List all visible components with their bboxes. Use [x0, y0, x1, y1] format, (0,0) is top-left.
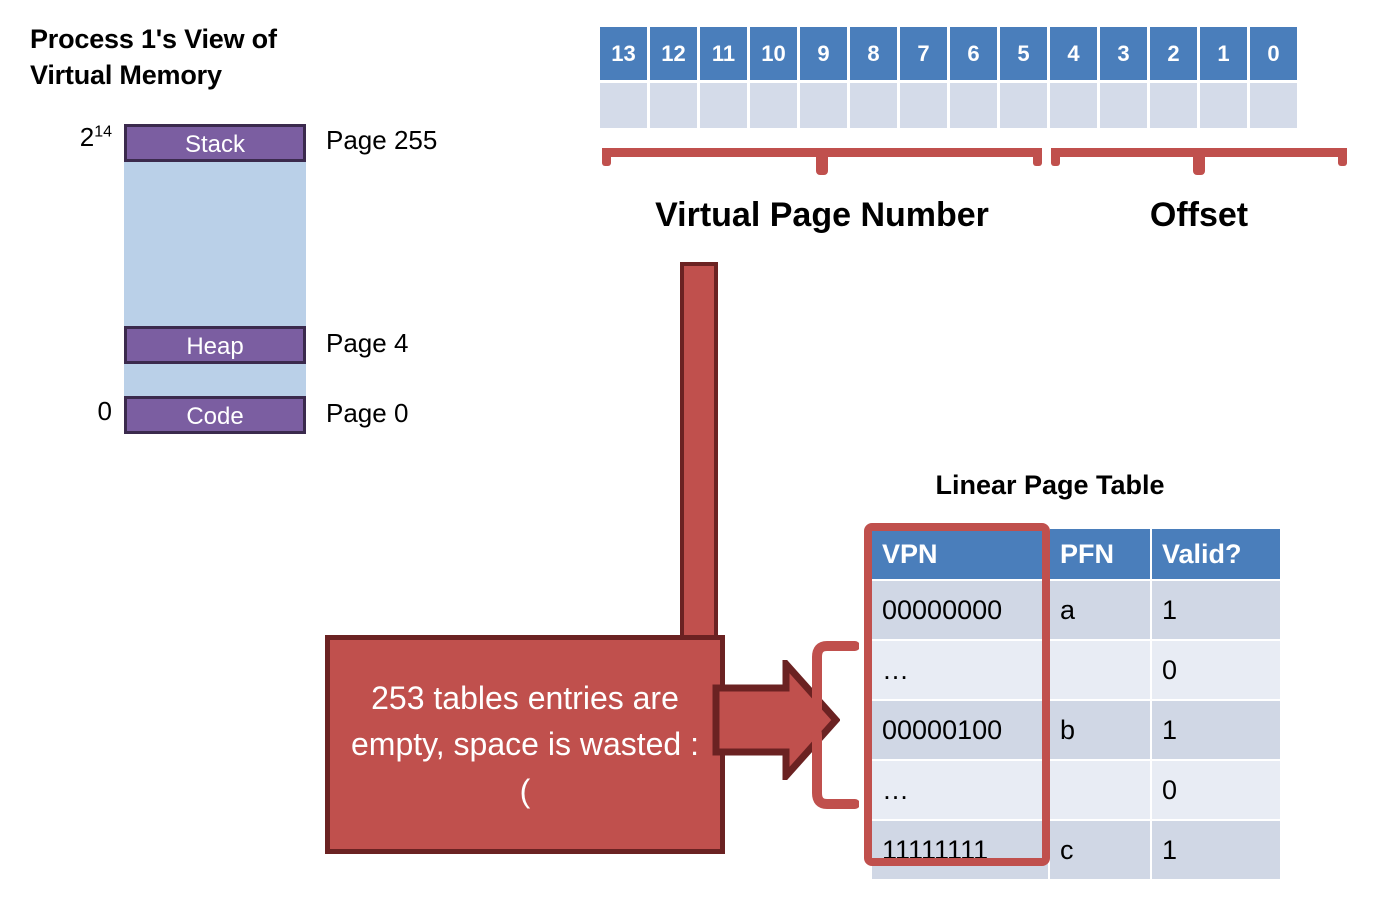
bit-value-cell — [950, 83, 997, 128]
bit-value-cell — [1000, 83, 1047, 128]
page-label-heap: Page 4 — [326, 328, 409, 358]
brace-nub — [816, 157, 828, 175]
cell-pfn: c — [1050, 821, 1150, 879]
vm-title-line-2: Virtual Memory — [30, 59, 222, 90]
bit-number-cell: 0 — [1250, 27, 1297, 80]
offset-label: Offset — [1149, 196, 1249, 234]
bit-value-cell — [850, 83, 897, 128]
address-top-exponent: 14 — [94, 123, 112, 141]
cell-valid: 1 — [1152, 701, 1280, 759]
bit-value-cell — [800, 83, 847, 128]
segment-code: Code — [124, 396, 306, 434]
offset-brace — [1051, 148, 1347, 175]
bit-number-cell: 9 — [800, 27, 847, 80]
callout-text: 253 tables entries are empty, space is w… — [351, 679, 699, 809]
bit-number-cell: 12 — [650, 27, 697, 80]
bit-number-cell: 5 — [1000, 27, 1047, 80]
bit-value-cell — [1100, 83, 1147, 128]
cell-vpn: 00000000 — [872, 581, 1048, 639]
callout-arrow-icon — [712, 660, 840, 780]
virtual-address-space-block: Stack Heap Code — [124, 124, 306, 434]
cell-vpn: 11111111 — [872, 821, 1048, 879]
virtual-memory-title: Process 1's View of Virtual Memory — [30, 22, 430, 93]
virtual-address-bitfield: 13 12 11 10 9 8 7 6 5 4 3 2 1 0 — [600, 27, 1300, 128]
column-header-valid: Valid? — [1152, 529, 1280, 579]
bit-value-cell — [600, 83, 647, 128]
cell-valid: 0 — [1152, 761, 1280, 819]
cell-vpn: … — [872, 641, 1048, 699]
address-label-bottom: 0 — [97, 396, 112, 426]
bit-value-cell — [1050, 83, 1097, 128]
bit-value-cell — [700, 83, 747, 128]
bit-value-cell — [1150, 83, 1197, 128]
column-header-vpn: VPN — [872, 529, 1048, 579]
cell-vpn: … — [872, 761, 1048, 819]
bit-value-cell — [1250, 83, 1297, 128]
wasted-space-callout: 253 tables entries are empty, space is w… — [325, 635, 725, 854]
bit-value-cell — [650, 83, 697, 128]
page-label-code: Page 0 — [326, 398, 409, 428]
page-table-brace-icon — [805, 641, 859, 809]
bit-number-cell: 6 — [950, 27, 997, 80]
brace-nub — [1193, 157, 1205, 175]
table-row: 11111111 c 1 — [872, 821, 1280, 879]
cell-pfn: a — [1050, 581, 1150, 639]
bit-value-row — [600, 83, 1300, 128]
bit-number-cell: 8 — [850, 27, 897, 80]
bit-number-cell: 3 — [1100, 27, 1147, 80]
cell-vpn: 00000100 — [872, 701, 1048, 759]
linear-page-table: VPN PFN Valid? 00000000 a 1 … 0 00000100… — [870, 527, 1282, 881]
page-table-title: Linear Page Table — [935, 470, 1165, 500]
bit-value-cell — [1200, 83, 1247, 128]
vm-title-line-1: Process 1's View of — [30, 24, 277, 54]
bit-number-cell: 7 — [900, 27, 947, 80]
cell-valid: 1 — [1152, 821, 1280, 879]
bit-value-cell — [750, 83, 797, 128]
segment-stack: Stack — [124, 124, 306, 162]
cell-pfn: b — [1050, 701, 1150, 759]
table-row: 00000000 a 1 — [872, 581, 1280, 639]
table-header-row: VPN PFN Valid? — [872, 529, 1280, 579]
bit-number-cell: 10 — [750, 27, 797, 80]
cell-valid: 1 — [1152, 581, 1280, 639]
vpn-to-callout-connector — [680, 262, 718, 642]
table-row: … 0 — [872, 761, 1280, 819]
segment-heap: Heap — [124, 326, 306, 364]
cell-valid: 0 — [1152, 641, 1280, 699]
bit-value-cell — [900, 83, 947, 128]
bit-number-cell: 4 — [1050, 27, 1097, 80]
cell-pfn — [1050, 641, 1150, 699]
vpn-brace — [602, 148, 1042, 175]
column-header-pfn: PFN — [1050, 529, 1150, 579]
bit-number-cell: 11 — [700, 27, 747, 80]
bit-number-cell: 2 — [1150, 27, 1197, 80]
table-row: … 0 — [872, 641, 1280, 699]
bit-number-cell: 1 — [1200, 27, 1247, 80]
bit-number-cell: 13 — [600, 27, 647, 80]
table-row: 00000100 b 1 — [872, 701, 1280, 759]
bit-number-row: 13 12 11 10 9 8 7 6 5 4 3 2 1 0 — [600, 27, 1300, 80]
page-label-stack: Page 255 — [326, 125, 438, 155]
virtual-page-number-label: Virtual Page Number — [655, 196, 989, 234]
address-top-base: 2 — [79, 122, 95, 152]
cell-pfn — [1050, 761, 1150, 819]
address-label-top: 214 — [22, 122, 112, 153]
